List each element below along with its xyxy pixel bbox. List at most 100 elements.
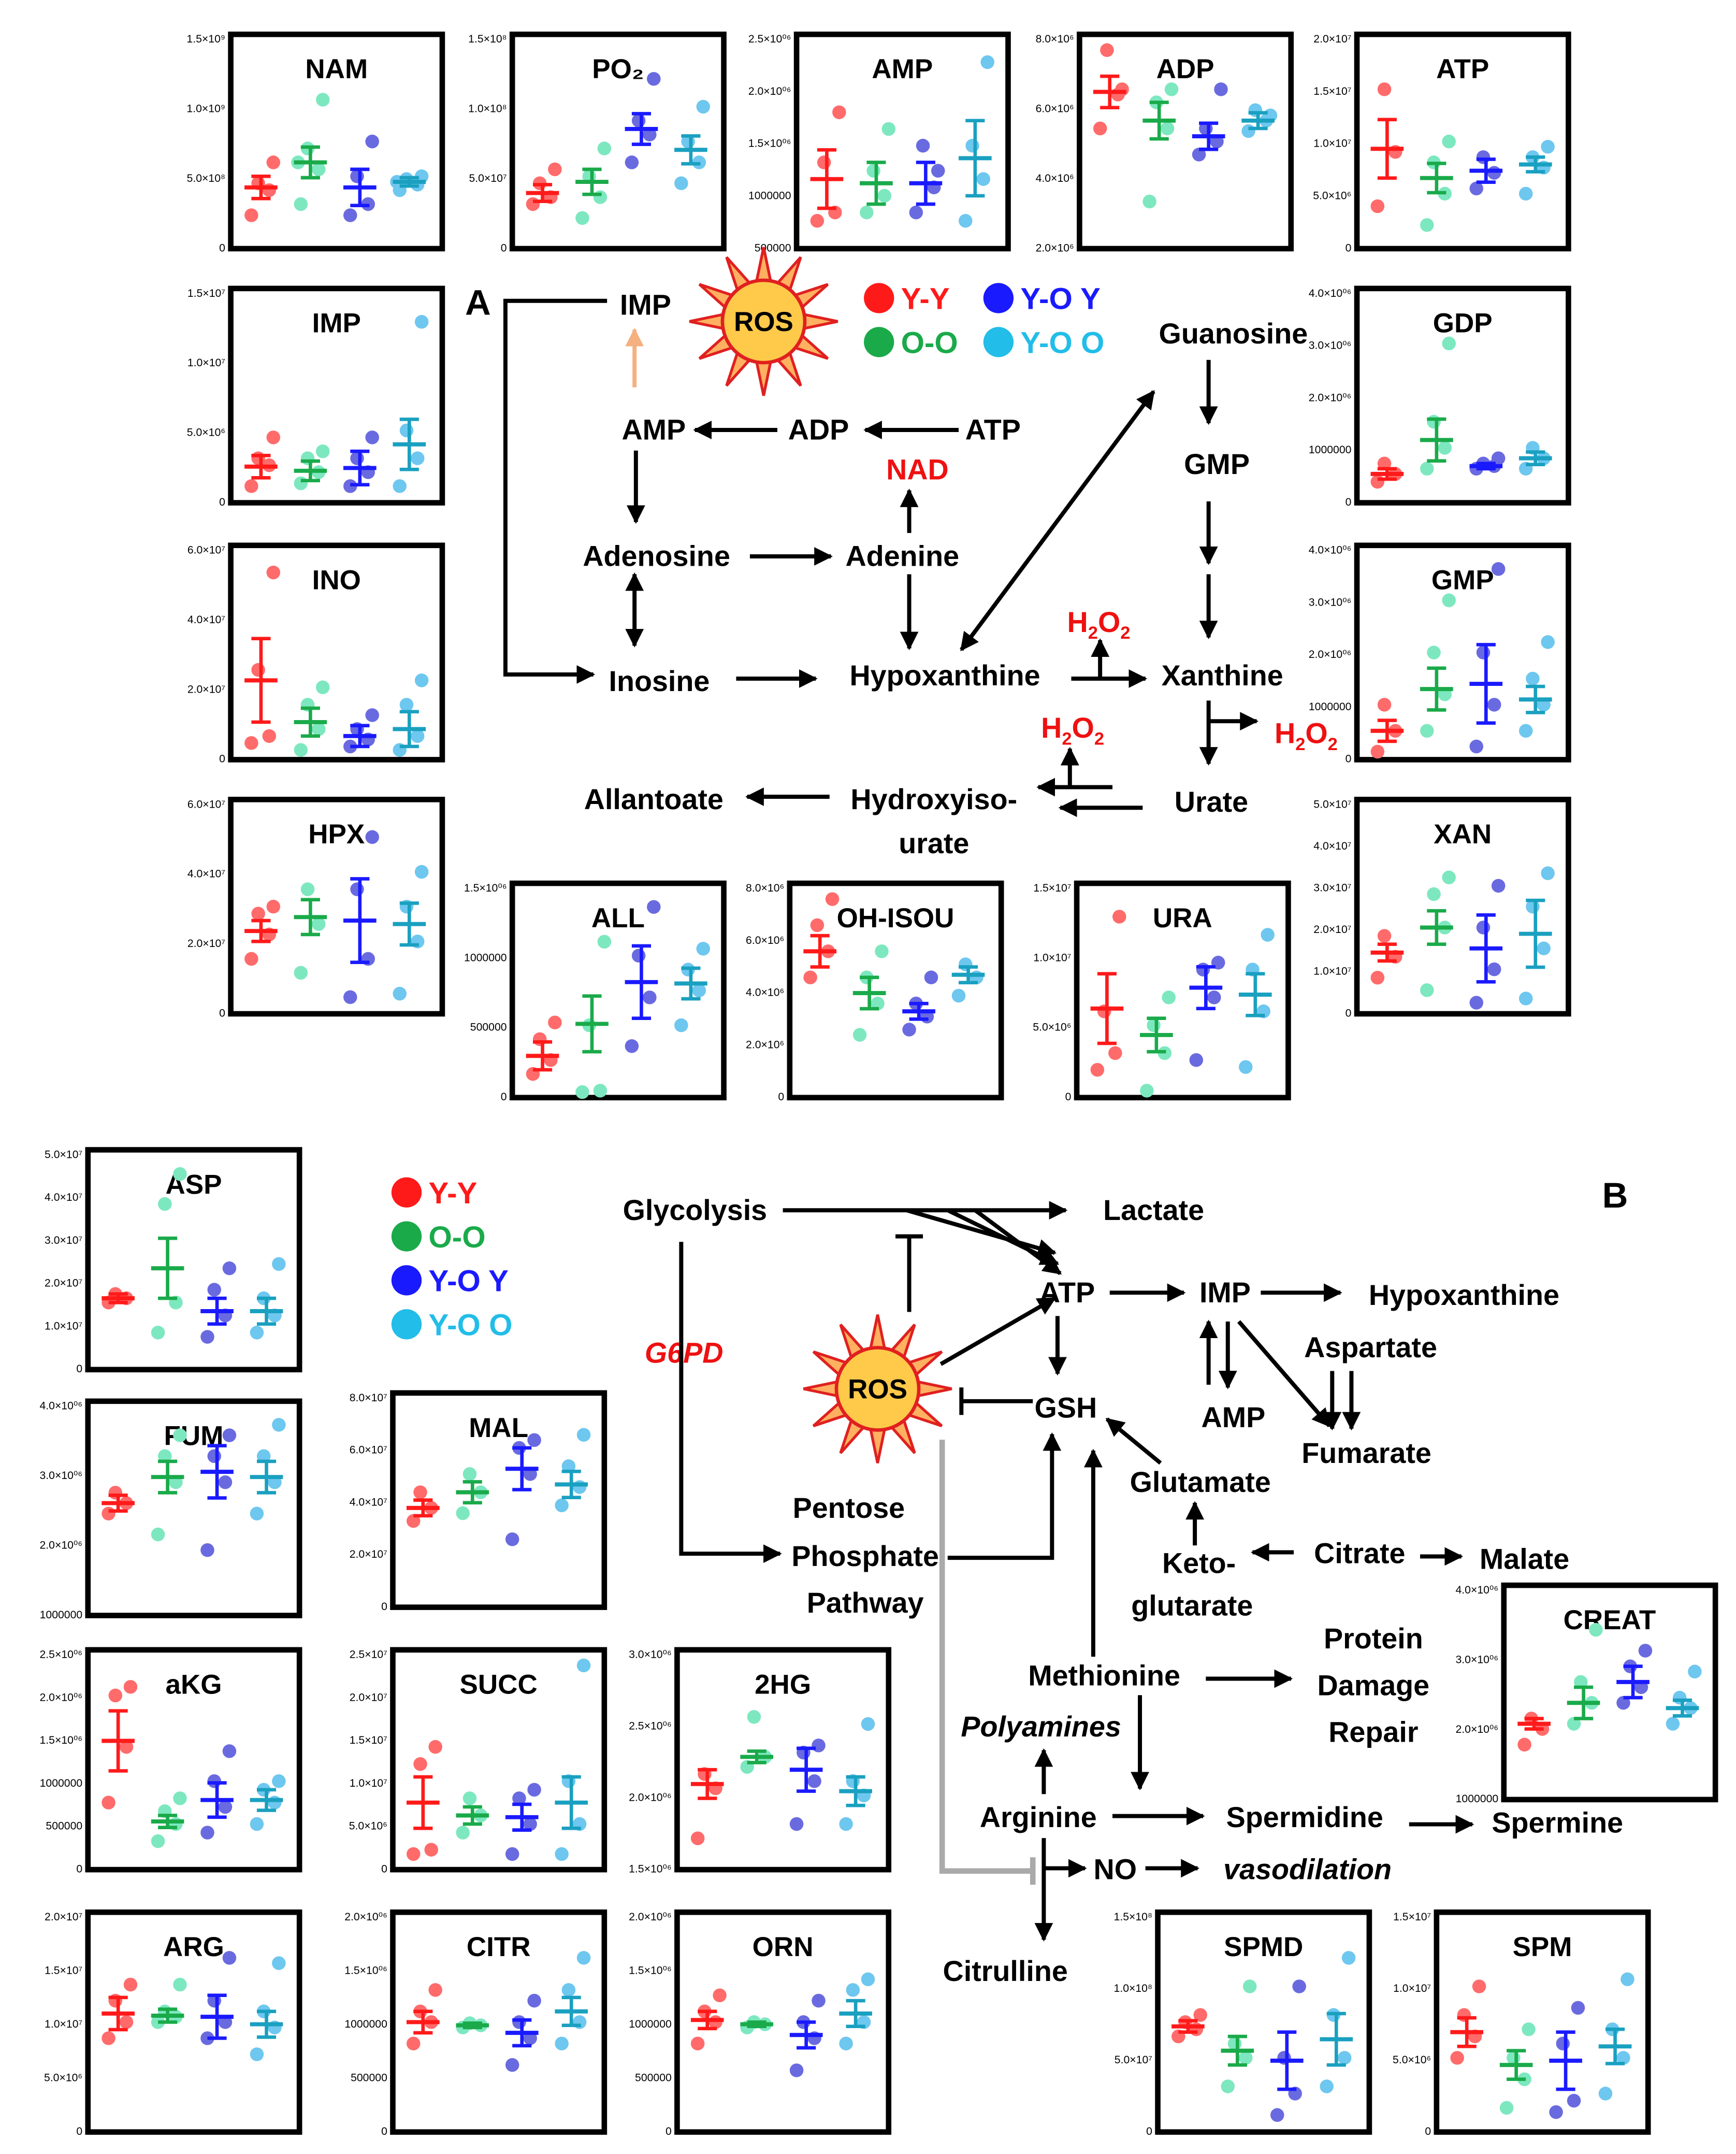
data-point [1162, 990, 1176, 1004]
data-point [365, 430, 379, 444]
data-point [631, 113, 646, 128]
pathway-a-arrows [503, 298, 1259, 817]
data-point [575, 211, 589, 225]
data-point [200, 1826, 214, 1840]
data-point [832, 105, 846, 119]
y-tick-label: 5.0×10⁷ [1115, 2054, 1152, 2066]
panel-frame [228, 542, 445, 763]
y-tick-label: 1.0×10⁹ [186, 103, 225, 115]
data-point [158, 1197, 172, 1211]
node-arginine: Arginine [980, 1801, 1097, 1833]
data-point [512, 2015, 526, 2029]
data-point [1487, 166, 1501, 180]
data-point [1469, 996, 1483, 1010]
data-point [647, 71, 661, 86]
y-tick-label: 1.5×10⁷ [350, 1734, 387, 1746]
y-tick-label: 1.0×10⁸ [468, 103, 507, 115]
data-point [414, 169, 429, 183]
data-point [244, 208, 258, 222]
sun-ray [803, 1380, 838, 1398]
data-point [576, 1658, 591, 1673]
data-point [807, 1774, 821, 1788]
data-point [839, 2036, 853, 2051]
y-tick-label: 1.5×10⁰⁶ [629, 1863, 672, 1875]
panel-frame [674, 1647, 892, 1873]
y-tick-label: 6.0×10⁶ [1036, 103, 1074, 115]
panel-frame [85, 1647, 302, 1873]
panel-title: AMP [872, 54, 933, 84]
sun-ray [869, 1428, 887, 1463]
panel-title: GMP [1431, 565, 1494, 596]
panel-frame [1354, 31, 1571, 252]
data-point [294, 966, 308, 980]
data-point [1377, 456, 1392, 470]
data-point [1571, 2001, 1585, 2015]
data-point [251, 451, 265, 465]
y-tick-label: 3.0×10⁰⁶ [1455, 1654, 1498, 1665]
y-tick-label: 4.0×10⁰⁶ [40, 1400, 83, 1412]
data-point [1487, 962, 1501, 977]
y-tick-label: 5.0×10⁶ [1033, 1022, 1071, 1033]
data-point [1507, 2051, 1521, 2065]
panel-title: ADP [1156, 54, 1214, 84]
h2o2-label-3: H2O2 [1275, 717, 1338, 754]
data-point [272, 1956, 286, 1970]
data-point [399, 698, 414, 712]
node-atp: ATP [965, 414, 1021, 446]
y-tick-label: 1.0×10⁸ [1114, 1983, 1152, 1994]
data-point [812, 1993, 826, 2008]
data-point [462, 1467, 477, 1481]
data-point [861, 1972, 875, 1986]
node-pentose-1: Pentose [793, 1492, 905, 1524]
node-spermidine: Spermidine [1226, 1801, 1383, 1833]
data-point [1499, 2101, 1514, 2115]
legend-a: Y-Y Y-O Y O-O Y-O O [864, 282, 1104, 360]
data-point [1341, 1951, 1356, 1965]
y-tick-label: 0 [1346, 753, 1352, 765]
sun-ray [689, 312, 725, 331]
legend-b-dot-3 [391, 1309, 422, 1340]
data-point [350, 882, 364, 896]
data-point [1491, 879, 1506, 893]
legend-a-label-2: O-O [901, 326, 958, 360]
y-tick-label: 5.0×10⁷ [45, 1148, 82, 1160]
y-tick-label: 5.0×10⁸ [187, 173, 225, 184]
data-point [250, 1326, 264, 1340]
data-point [315, 444, 330, 458]
legend-b-label-2: Y-O Y [428, 1265, 509, 1298]
node-protein: Protein [1324, 1622, 1423, 1655]
panel-title: HPX [308, 819, 365, 850]
data-point [222, 1744, 237, 1758]
arrow-glycolysis-atp-3 [974, 1209, 1062, 1275]
data-point [1518, 186, 1533, 201]
data-point [817, 155, 831, 169]
arrow-glutamate-gsh [1105, 1417, 1162, 1465]
panel-title: CREAT [1564, 1605, 1656, 1635]
ros-label: ROS [734, 307, 793, 337]
data-point [526, 197, 540, 211]
data-point [102, 2031, 115, 2045]
data-point [1115, 82, 1129, 96]
y-tick-label: 6.0×10⁷ [187, 544, 225, 556]
data-point [1147, 1018, 1161, 1032]
data-point [1100, 43, 1114, 58]
data-point [527, 1783, 541, 1797]
y-tick-label: 4.0×10⁷ [187, 868, 225, 880]
data-point [1522, 2022, 1536, 2036]
data-point [294, 476, 308, 491]
data-point [1518, 992, 1533, 1006]
y-tick-label: 1.5×10⁸ [1114, 1911, 1152, 1923]
data-point [909, 205, 923, 220]
arrow-ros-atp [939, 1296, 1057, 1366]
data-point [244, 736, 258, 750]
data-point [244, 479, 258, 493]
data-point [1556, 2036, 1570, 2051]
